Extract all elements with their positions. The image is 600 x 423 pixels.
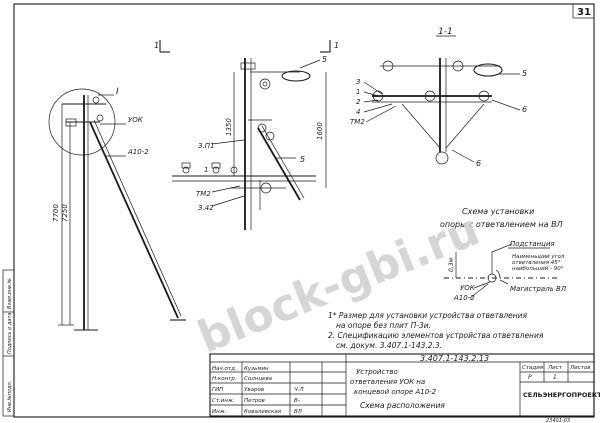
svg-text:Ст.инж.: Ст.инж. (212, 398, 235, 404)
svg-text:на опоре без плит П-3и.: на опоре без плит П-3и. (336, 321, 431, 330)
svg-text:концевой опоре А10-2: концевой опоре А10-2 (354, 388, 437, 396)
svg-text:З.П1: З.П1 (198, 142, 214, 150)
dim-7700: 7700 (52, 204, 60, 222)
svg-text:Н.контр.: Н.контр. (212, 376, 237, 382)
substation-label: Подстанция (510, 240, 555, 248)
svg-text:Р: Р (528, 374, 532, 381)
svg-text:Подпись и дата: Подпись и дата (7, 313, 13, 354)
svg-text:5: 5 (522, 69, 527, 78)
svg-text:ответвления 45°: ответвления 45° (512, 260, 561, 266)
svg-text:6: 6 (476, 159, 481, 168)
svg-text:0,3м: 0,3м (448, 257, 455, 272)
svg-text:Взам.инв.№: Взам.инв.№ (7, 278, 13, 309)
svg-text:Схема расположения: Схема расположения (360, 401, 445, 410)
svg-text:1: 1 (204, 166, 208, 174)
title-block: 3.407.1-143.2.13 Нач.отд. Н.контр. ГИП С… (209, 353, 600, 417)
wire-label: А10-2 (127, 148, 149, 156)
sheet-number: 31 (577, 7, 591, 18)
drawing-notes: 1* Размер для установки устройства ответ… (328, 311, 544, 350)
svg-text:1600: 1600 (316, 122, 324, 140)
installation-scheme: Схема установки опоры с ответвлением на … (440, 207, 567, 302)
svg-text:3: 3 (356, 78, 360, 86)
svg-text:Лист: Лист (547, 365, 563, 371)
svg-text:6: 6 (522, 105, 527, 114)
svg-text:1: 1 (553, 374, 557, 381)
svg-text:ответвления УОК на: ответвления УОК на (350, 378, 425, 386)
svg-text:1* Размер для установки устрой: 1* Размер для установки устройства ответ… (328, 311, 528, 320)
bottom-code: 23401-03 (546, 418, 570, 423)
svg-text:ТМ2: ТМ2 (350, 118, 365, 126)
scheme-title-1: Схема установки (462, 207, 534, 216)
svg-text:ВЛ: ВЛ (294, 409, 302, 415)
svg-text:Уваров: Уваров (244, 387, 264, 393)
svg-text:Листов: Листов (569, 365, 591, 371)
side-stamp: Инв.№подл. Подпись и дата Взам.инв.№ (2, 269, 15, 417)
section-1-1: 1-1 5 3 1 2 4 ТМ2 6 6 (350, 27, 527, 168)
detail-callout-circle (48, 88, 116, 156)
detail-I-label: I (116, 87, 119, 97)
uok-label: УОК (128, 116, 144, 124)
svg-text:Ковалевская: Ковалевская (244, 409, 282, 415)
organization: СЕЛЬЭНЕРГОПРОЕКТ (523, 391, 600, 399)
svg-text:Инв.№подл.: Инв.№подл. (7, 381, 13, 412)
drawing-frame (13, 3, 595, 418)
svg-text:Наименьший угол: Наименьший угол (512, 254, 565, 260)
section-title: 1-1 (438, 27, 453, 37)
svg-text:Магистраль ВЛ: Магистраль ВЛ (510, 285, 567, 293)
svg-text:Кузьмин: Кузьмин (244, 366, 269, 372)
svg-text:Ч.Л: Ч.Л (294, 387, 304, 393)
svg-text:УОК: УОК (460, 284, 476, 292)
svg-text:1: 1 (334, 41, 339, 50)
svg-text:Инж.: Инж. (212, 409, 227, 415)
svg-text:Петров: Петров (244, 398, 265, 404)
svg-text:Нач.отд.: Нач.отд. (212, 366, 237, 372)
svg-text:А10-2: А10-2 (453, 294, 475, 302)
svg-text:2. Спецификацию элементов устр: 2. Спецификацию элементов устройства отв… (328, 331, 544, 340)
svg-text:ГИП: ГИП (212, 387, 223, 393)
scheme-title-2: опоры с ответвлением на ВЛ (440, 220, 563, 229)
svg-text:4: 4 (356, 108, 360, 116)
svg-text:1: 1 (356, 88, 360, 96)
svg-text:Стадия: Стадия (522, 365, 544, 371)
svg-text:5: 5 (300, 155, 305, 164)
svg-text:наибольший - 90°: наибольший - 90° (512, 266, 564, 272)
svg-text:1350: 1350 (225, 118, 233, 136)
svg-text:Устройство: Устройство (356, 368, 398, 376)
svg-text:Солнцева: Солнцева (244, 376, 273, 382)
svg-text:ТМ2: ТМ2 (196, 190, 211, 198)
svg-text:см. докум. 3.407.1-143.2.3.: см. докум. 3.407.1-143.2.3. (336, 341, 442, 350)
pole-top-elevation: 1 1 5 З.П1 5 1 (154, 40, 339, 230)
svg-text:В-: В- (294, 398, 300, 404)
dim-7250: 7250 (61, 204, 69, 222)
svg-text:1: 1 (154, 41, 159, 50)
pole-general-view: I УОК А10-2 7700 7250 (48, 87, 186, 331)
doc-code: 3.407.1-143.2.13 (420, 354, 489, 363)
svg-text:5: 5 (322, 55, 327, 64)
svg-text:З.42: З.42 (198, 204, 214, 212)
svg-text:2: 2 (356, 98, 361, 106)
